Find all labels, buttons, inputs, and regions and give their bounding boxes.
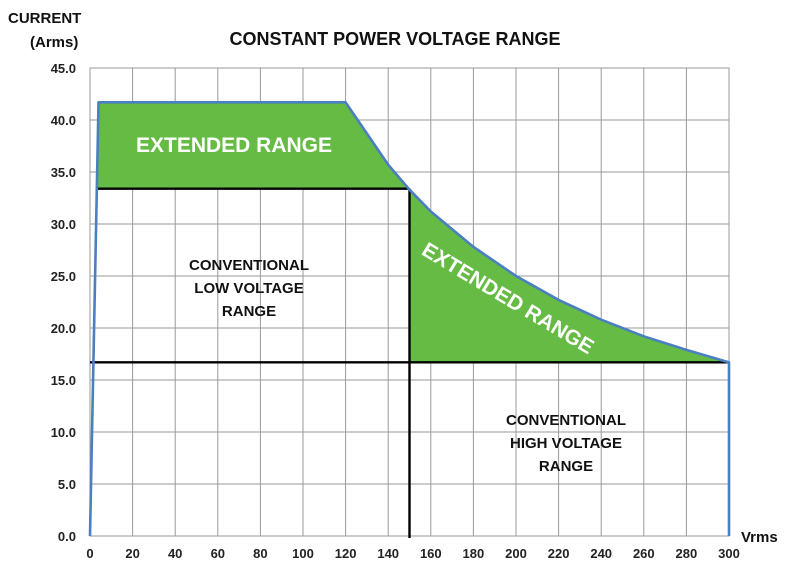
y-tick-label: 15.0 bbox=[51, 373, 76, 388]
y-tick-label: 35.0 bbox=[51, 165, 76, 180]
tick-labels: 0 20 40 60 80 100 120 140 160 180 200 220 240 260 280 3… bbox=[51, 61, 740, 561]
x-tick-label: 80 bbox=[253, 546, 267, 561]
x-tick-label: 180 bbox=[463, 546, 485, 561]
x-tick-label: 240 bbox=[590, 546, 612, 561]
x-axis-label: Vrms bbox=[741, 529, 778, 546]
x-tick-label: 260 bbox=[633, 546, 655, 561]
x-tick-label: 160 bbox=[420, 546, 442, 561]
x-tick-label: 280 bbox=[676, 546, 698, 561]
conventional-high-label-3: RANGE bbox=[539, 458, 593, 475]
y-tick-label: 25.0 bbox=[51, 269, 76, 284]
power-curve bbox=[88, 101, 731, 537]
conventional-low-label-3: RANGE bbox=[222, 303, 276, 320]
x-tick-label: 40 bbox=[168, 546, 182, 561]
y-axis-label-line1: CURRENT bbox=[8, 10, 81, 27]
conventional-low-label-1: CONVENTIONAL bbox=[189, 257, 309, 274]
extended-range-fills bbox=[96, 102, 729, 363]
x-tick-label: 220 bbox=[548, 546, 570, 561]
extended-range-right-area bbox=[409, 189, 729, 363]
y-tick-label: 20.0 bbox=[51, 321, 76, 336]
x-tick-label: 300 bbox=[718, 546, 740, 561]
y-tick-label: 45.0 bbox=[51, 61, 76, 76]
extended-range-label-top: EXTENDED RANGE bbox=[136, 134, 332, 157]
power-curve-line bbox=[88, 101, 731, 537]
y-tick-label: 0.0 bbox=[58, 529, 76, 544]
x-tick-label: 20 bbox=[125, 546, 139, 561]
y-axis-label-line2: (Arms) bbox=[30, 34, 78, 51]
x-tick-label: 200 bbox=[505, 546, 527, 561]
boundary-lines bbox=[90, 187, 729, 538]
x-tick-label: 140 bbox=[377, 546, 399, 561]
y-tick-label: 5.0 bbox=[58, 477, 76, 492]
y-tick-label: 40.0 bbox=[51, 113, 76, 128]
x-tick-label: 60 bbox=[211, 546, 225, 561]
y-tick-label: 30.0 bbox=[51, 217, 76, 232]
y-tick-label: 10.0 bbox=[51, 425, 76, 440]
x-tick-label: 0 bbox=[86, 546, 93, 561]
x-tick-label: 100 bbox=[292, 546, 314, 561]
conventional-low-label-2: LOW VOLTAGE bbox=[194, 280, 303, 297]
conventional-high-label-1: CONVENTIONAL bbox=[506, 412, 626, 429]
x-tick-label: 120 bbox=[335, 546, 357, 561]
conventional-high-label-2: HIGH VOLTAGE bbox=[510, 435, 622, 452]
chart-title: CONSTANT POWER VOLTAGE RANGE bbox=[230, 29, 561, 49]
extended-range-top-area bbox=[96, 102, 410, 190]
